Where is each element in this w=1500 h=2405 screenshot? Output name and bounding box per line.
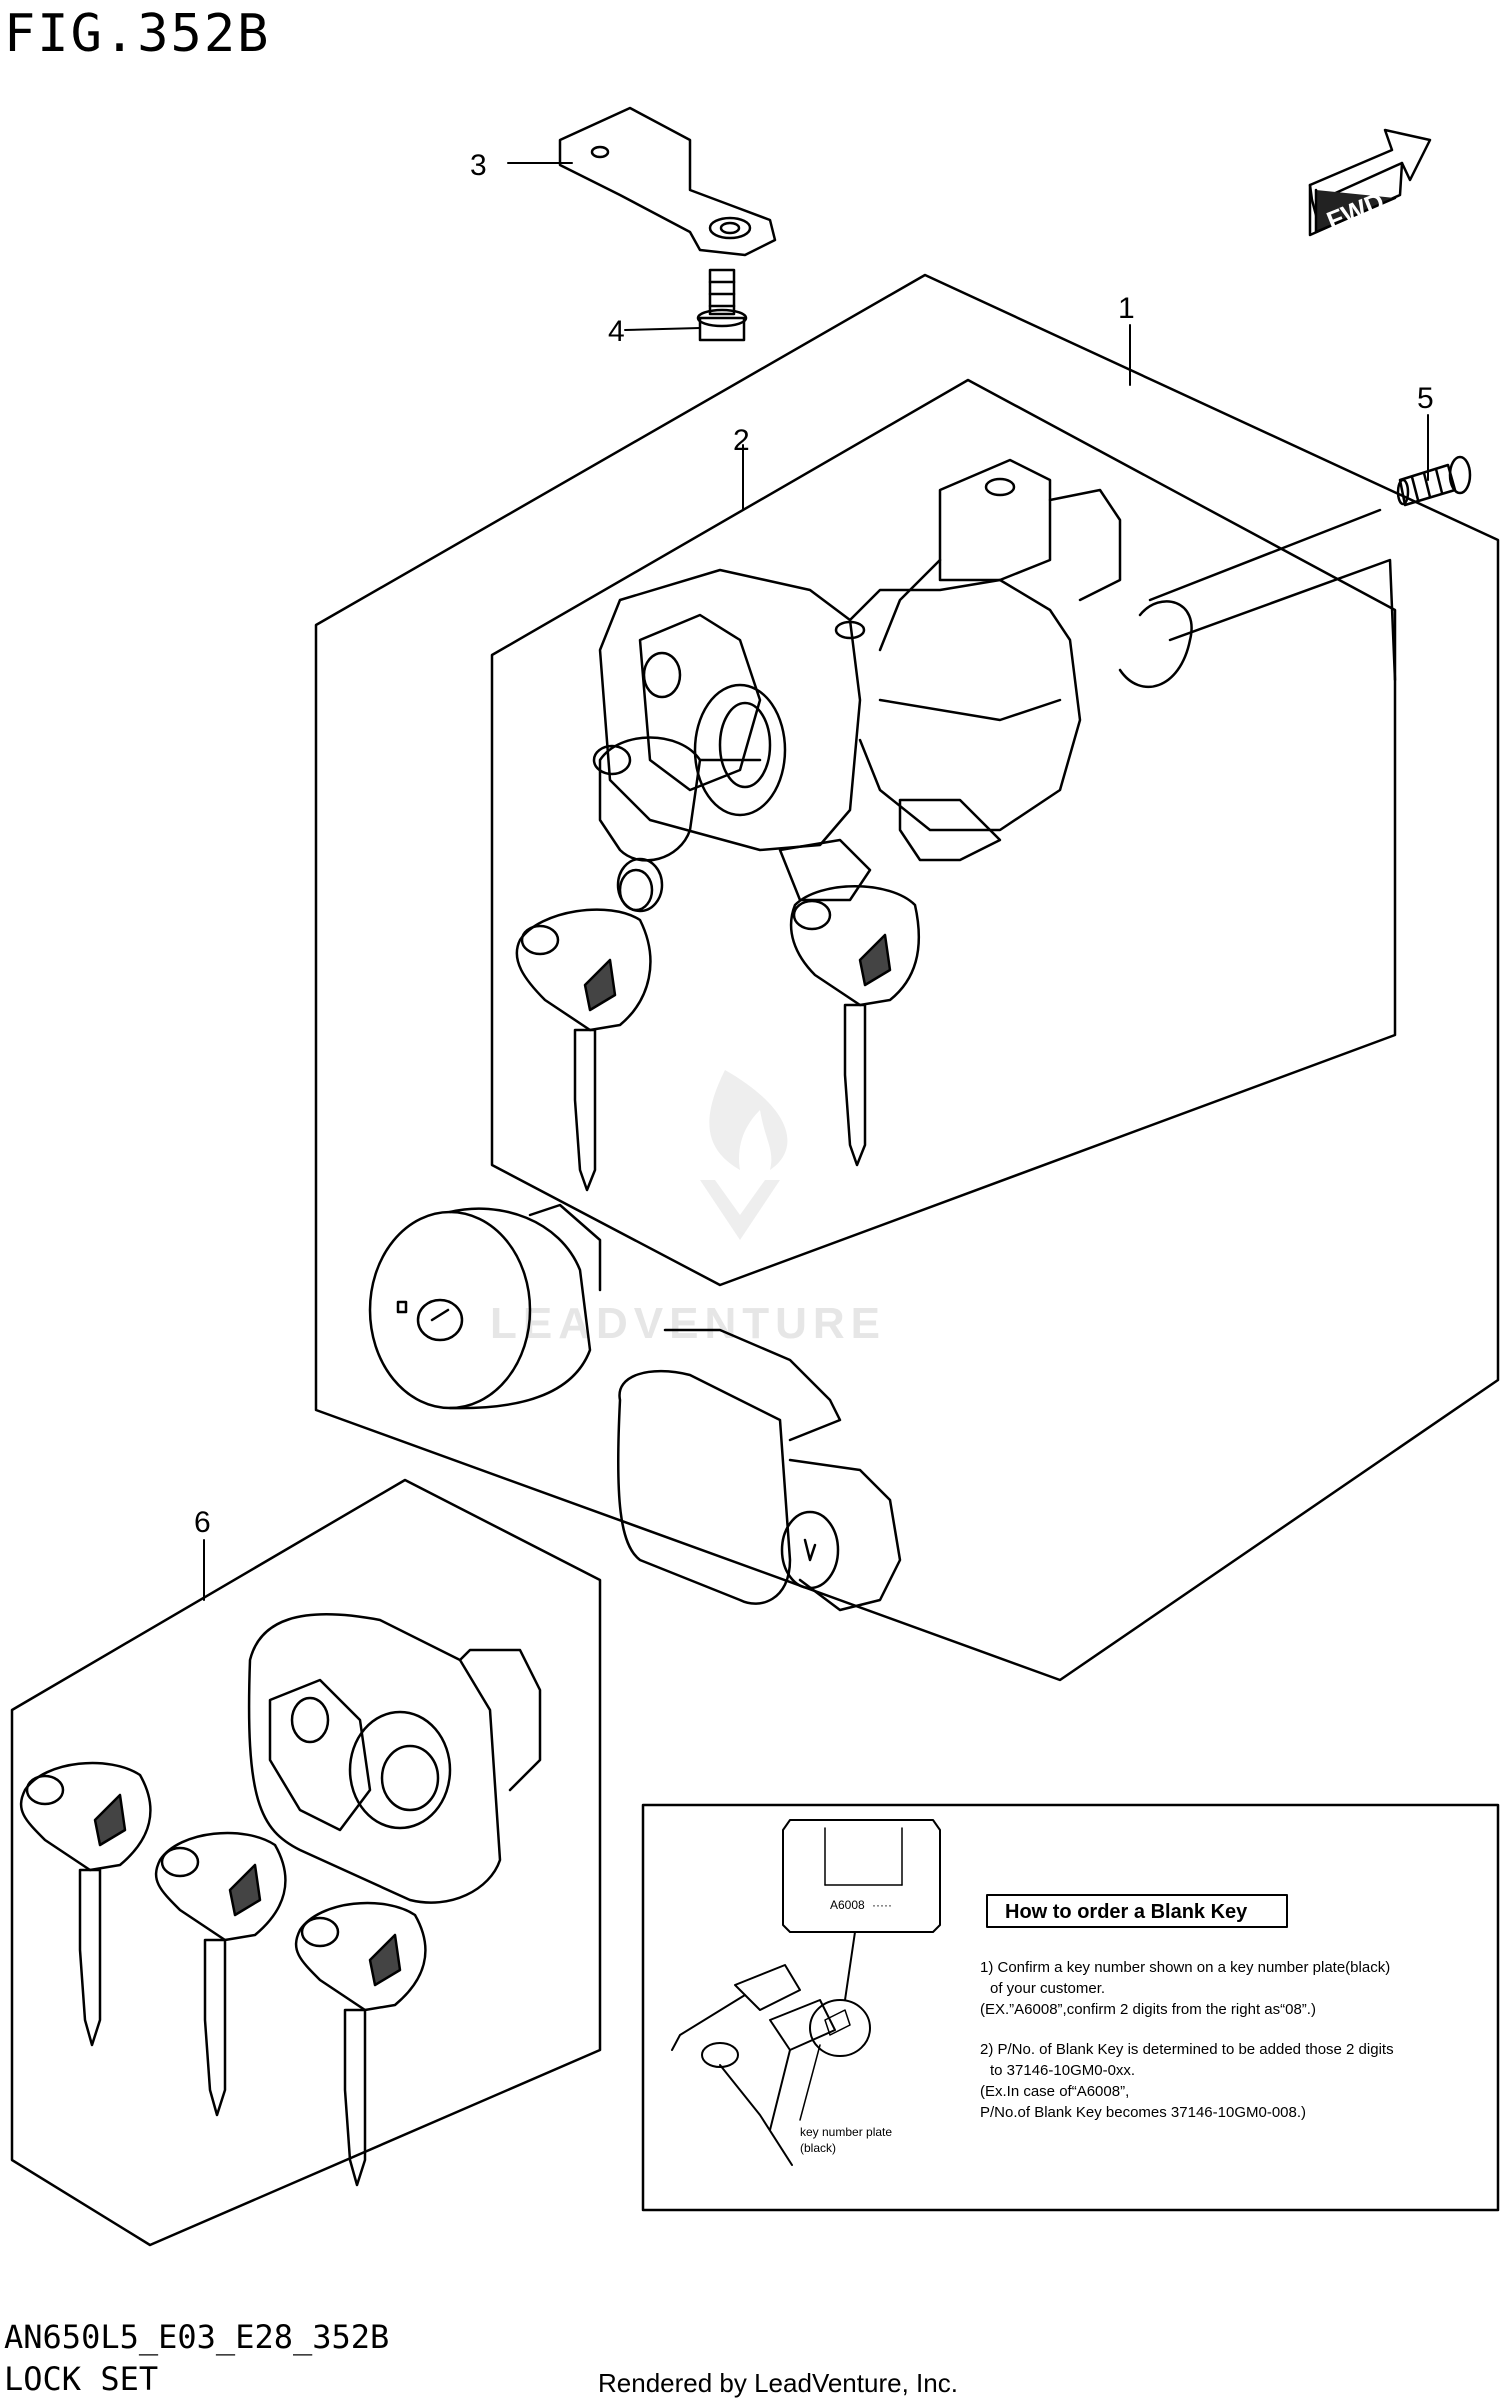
bracket-part-3 (558, 106, 777, 257)
callout-5: 5 (1417, 382, 1434, 415)
blank-key-info-box: A6008 ····· key number plate (black) How… (641, 1803, 1500, 2212)
key-2-part-6 (154, 1831, 287, 2117)
rendered-by: Rendered by LeadVenture, Inc. (598, 2368, 958, 2398)
fwd-arrow-icon: FWD (1308, 128, 1432, 237)
info-line-2: of your customer. (990, 1980, 1105, 1997)
assembly-1-outline (314, 273, 1500, 1682)
lock-cylinder-part-6 (247, 1613, 542, 1904)
key-1-part-6 (19, 1761, 152, 2047)
fuel-cap-lock-part (368, 1203, 602, 1410)
callout-1: 1 (1118, 292, 1135, 325)
info-line-7: P/No.of Blank Key becomes 37146-10GM0-00… (980, 2104, 1306, 2121)
model-code: AN650L5_E03_E28_352B (4, 2318, 390, 2356)
info-line-4: 2) P/No. of Blank Key is determined to b… (980, 2041, 1394, 2058)
callout-3: 3 (470, 149, 487, 182)
info-line-3: (EX.”A6008”,confirm 2 digits from the ri… (980, 2001, 1316, 2018)
bolt-part-4 (696, 268, 748, 342)
info-line-5: to 37146-10GM0-0xx. (990, 2062, 1135, 2079)
plate-label-line-1: key number plate (800, 2125, 892, 2139)
watermark-text: LEADVENTURE (490, 1299, 886, 1348)
callout-leaders (203, 162, 1429, 1601)
plate-label-line-2: (black) (800, 2141, 836, 2155)
figure-name: LOCK SET (4, 2360, 159, 2398)
seat-lock-part (616, 1328, 902, 1612)
callout-4: 4 (608, 315, 625, 348)
watermark: LEADVENTURE (490, 1070, 886, 1348)
key-right-part-2 (789, 885, 921, 1167)
plate-code-dots: ····· (872, 1898, 892, 1912)
assembly-2-outline (490, 378, 1397, 1287)
plate-code-text: A6008 (830, 1898, 865, 1912)
ignition-switch-part-2 (598, 458, 1397, 902)
key-3-part-6 (294, 1901, 427, 2187)
screw-part-5 (1396, 455, 1472, 507)
callout-6: 6 (194, 1506, 211, 1539)
assembly-6-outline (10, 1478, 602, 2247)
figure-title: FIG.352B (4, 4, 271, 64)
info-title: How to order a Blank Key (1005, 1901, 1248, 1923)
key-left-part-2 (515, 908, 652, 1192)
callout-2: 2 (733, 424, 750, 457)
info-line-6: (Ex.In case of“A6008”, (980, 2083, 1129, 2100)
info-line-1: 1) Confirm a key number shown on a key n… (980, 1959, 1390, 1976)
key-fob-part-2 (592, 736, 762, 913)
